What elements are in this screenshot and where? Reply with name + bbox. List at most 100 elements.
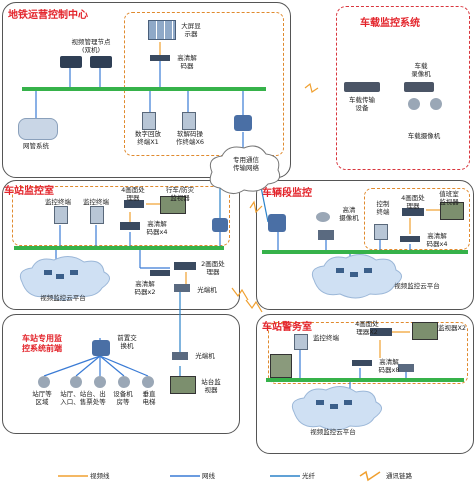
- onboard-panel: [336, 6, 470, 170]
- optical-transceiver-icon: [172, 352, 188, 360]
- comm-links: [231, 82, 319, 313]
- network-lines-frontend: [43, 338, 149, 377]
- st-cloud-label: 视频监控云平台: [40, 294, 86, 302]
- video-lines-police: [379, 331, 410, 358]
- station-title: 车站监控室: [4, 186, 54, 197]
- decoder-icon: [352, 360, 372, 366]
- switch-icon: [268, 214, 286, 232]
- onboard-recorder-label: 车载 录像机: [411, 62, 431, 78]
- decoder-icon: [150, 270, 170, 276]
- hd-decoder-cc-label: 高清解 码器: [177, 54, 197, 70]
- legend-item-fiber: 光纤: [302, 472, 315, 480]
- onboard-transmit-icon: [344, 82, 380, 92]
- dome-camera-icon: [408, 98, 420, 110]
- police-dashed-area: [268, 322, 468, 384]
- processor-icon: [174, 262, 196, 270]
- video-lines-depot: [409, 209, 440, 234]
- fe-cam4-label: 垂直 电梯: [142, 390, 156, 406]
- digital-playback-label: 数字回放 终端X1: [135, 130, 161, 146]
- video-lines-station: [129, 203, 187, 284]
- onboard-transmit-label: 车载传输 设备: [349, 96, 375, 112]
- big-screen-label: 大屏显 示器: [181, 22, 201, 38]
- po-monitor-label: 监控终端: [313, 334, 339, 342]
- dp-hd-decoder-label: 高清解 码器x4: [426, 232, 448, 248]
- po-hd-decoder-label: 高清解 码器x8: [378, 358, 400, 374]
- dp-quad-label: 4画面处 理器: [401, 194, 425, 210]
- fe-cam2-label: 站厅、站台、出 入口、售票处等: [60, 390, 106, 406]
- optical-transceiver-icon: [174, 284, 190, 292]
- comm-network-cloud: [209, 145, 281, 194]
- router-icon: [212, 218, 228, 232]
- cloud-switches: [44, 268, 372, 409]
- control-center-dashed-area: [124, 12, 284, 156]
- legend-item-network: 网线: [202, 472, 215, 480]
- po-cloud-label: 视频监控云平台: [310, 428, 356, 436]
- legend-lines: [58, 470, 381, 482]
- onboard-camera-label: 车载摄像机: [407, 132, 441, 140]
- switch-icon: [92, 340, 110, 356]
- monitor-icon: [270, 354, 292, 378]
- dp-hd-camera-label: 高清 摄像机: [339, 206, 359, 222]
- monitor-icon: [412, 322, 438, 340]
- network-lines-station: [55, 225, 221, 269]
- st-dual-label: 2画面处 理器: [201, 260, 225, 276]
- po-quad-label: 4画面处 理器X2: [355, 320, 379, 336]
- monitor-icon: [440, 202, 464, 220]
- server-icon: [90, 56, 112, 68]
- station-frontend-title: 车站专用监 控系统前端: [22, 334, 62, 353]
- backbone-depot: [262, 250, 468, 254]
- control-center-title: 地铁运营控制中心: [8, 10, 88, 21]
- monitor-icon: [160, 196, 186, 214]
- depot-title: 车辆段监控: [262, 188, 312, 199]
- monitor-icon: [170, 376, 196, 394]
- switch-stack-icon: [318, 230, 334, 240]
- legend-item-comm: 通讯链路: [386, 472, 412, 480]
- pc-icon: [90, 206, 104, 224]
- pc-icon: [374, 224, 388, 240]
- decoder-icon: [400, 236, 420, 242]
- station-dashed-area: [12, 186, 230, 246]
- video-node-label: 视频管理节点 (双机): [71, 38, 111, 54]
- onboard-title: 车载监控系统: [360, 18, 420, 29]
- camera-icon: [38, 376, 50, 388]
- po-monitor-x2-label: 监视器X2: [437, 324, 467, 332]
- st-monitor1-label: 监控终端: [45, 198, 71, 206]
- pc-icon: [294, 334, 308, 350]
- processor-icon: [402, 208, 424, 216]
- camera-icon: [142, 376, 154, 388]
- camera-icon: [316, 212, 330, 222]
- netmgmt-label: 网管系统: [23, 142, 49, 150]
- fe-cam1-label: 站厅等 区域: [32, 390, 52, 406]
- backbone-control-center: [22, 87, 266, 91]
- switch-stack-icon: [398, 364, 414, 372]
- legend-item-video: 视频线: [90, 472, 110, 480]
- backbone-station: [14, 246, 224, 250]
- router-icon: [234, 115, 252, 131]
- st-optical-label: 光端机: [197, 286, 217, 294]
- dp-cloud-label: 视频监控云平台: [394, 282, 440, 290]
- camera-icon: [94, 376, 106, 388]
- decoder-icon: [120, 222, 140, 230]
- processor-icon: [370, 328, 392, 336]
- decoder-icon: [150, 55, 170, 61]
- dp-control-label: 控制 终端: [376, 200, 390, 216]
- fe-optical-label: 光端机: [195, 352, 215, 360]
- st-hd-decoder2-label: 高清解 码器x2: [134, 280, 156, 296]
- soft-decoder-label: 软解码操 作终端X6: [175, 130, 205, 146]
- st-hd-decoder-label: 高清解 码器x4: [146, 220, 168, 236]
- processor-icon: [124, 200, 144, 208]
- comm-network-label: 专用通信 传输网络: [233, 156, 259, 172]
- pc-icon: [182, 112, 196, 130]
- pc-icon: [142, 112, 156, 130]
- dome-camera-icon: [430, 98, 442, 110]
- server-icon: [60, 56, 82, 68]
- pc-icon: [54, 206, 68, 224]
- backbone-police: [266, 378, 464, 382]
- st-quad-label: 4画面处 理器: [121, 186, 145, 202]
- police-title: 车站警务室: [262, 322, 312, 333]
- recorder-icon: [404, 82, 434, 92]
- fe-platform-monitor-label: 站台监 视器: [201, 378, 221, 394]
- video-wall-icon: [148, 20, 176, 40]
- cloud-shapes: [19, 254, 402, 431]
